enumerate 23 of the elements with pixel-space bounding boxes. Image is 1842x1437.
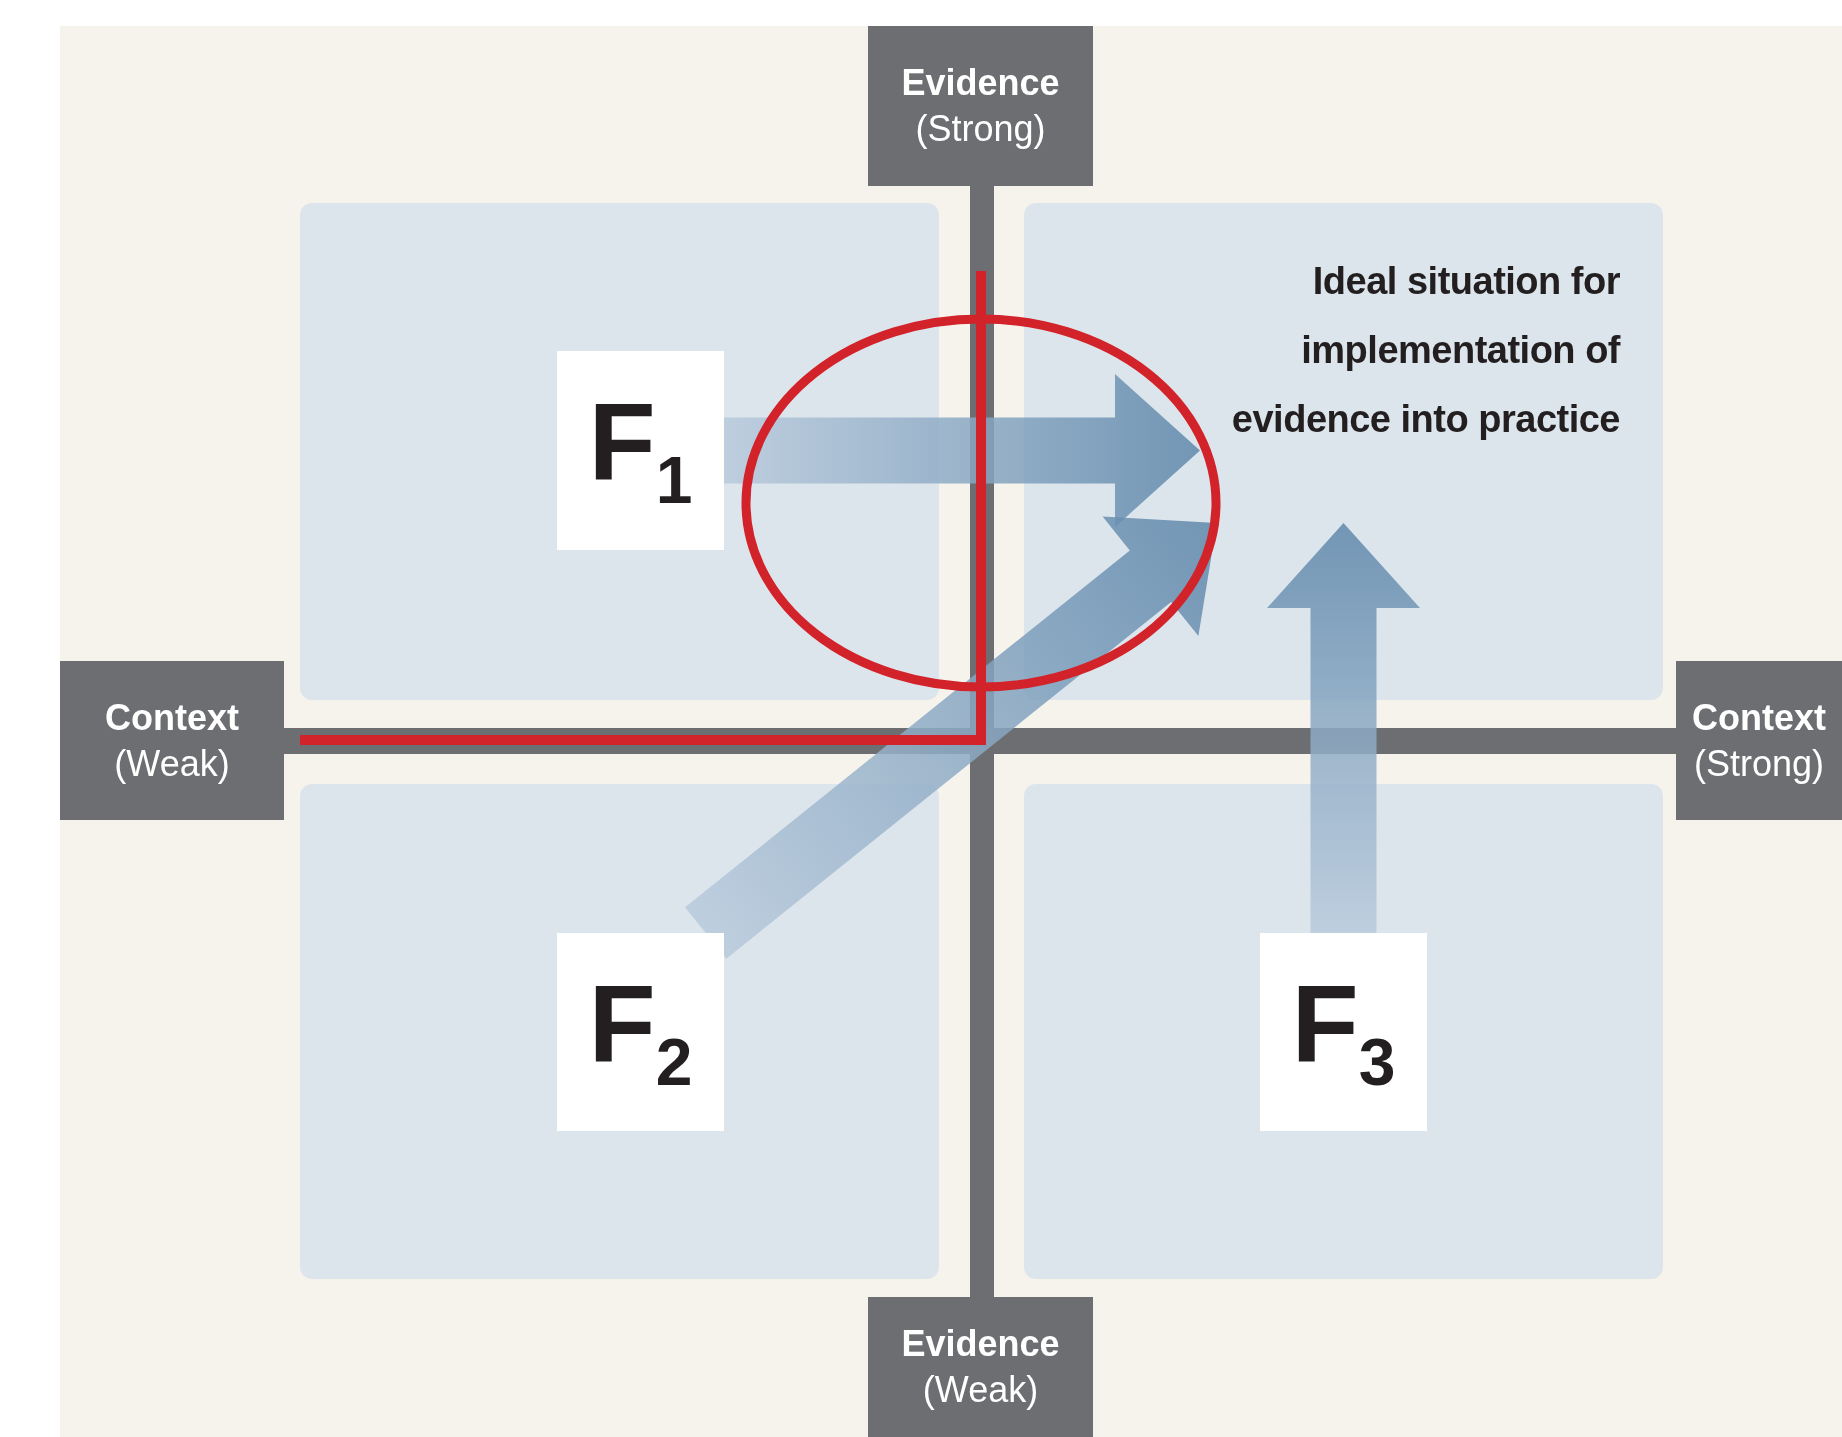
factor-label: F$_{3}$ xyxy=(1291,968,1396,1096)
factor-box xyxy=(1260,933,1427,1131)
axis-title: Context xyxy=(1692,695,1826,740)
factor-box xyxy=(557,351,724,550)
axis-qualifier: (Weak) xyxy=(922,1368,1039,1412)
axis-title: Context xyxy=(105,695,239,740)
axis-label-box xyxy=(60,661,284,820)
axis-title: Evidence xyxy=(901,1322,1060,1366)
factor-box xyxy=(557,933,724,1131)
quadrant-panel xyxy=(300,784,939,1279)
axis-qualifier: (Strong) xyxy=(915,107,1046,151)
arrow xyxy=(1267,523,1420,933)
factor-label: F$_{1}$ xyxy=(588,387,693,514)
axis-title: Evidence xyxy=(901,61,1060,105)
quadrant-panel xyxy=(300,203,939,700)
axis-label-box xyxy=(868,26,1093,186)
axis-qualifier: (Weak) xyxy=(114,741,230,786)
quadrant-panel xyxy=(1024,784,1663,1279)
axis-qualifier: (Strong) xyxy=(1693,741,1824,786)
factor-label: F$_{2}$ xyxy=(588,968,693,1096)
axis-label-box xyxy=(868,1297,1093,1437)
note-text: Ideal situation for implementation of evidence into practice xyxy=(1200,247,1620,523)
axis-label-box xyxy=(1676,661,1842,820)
